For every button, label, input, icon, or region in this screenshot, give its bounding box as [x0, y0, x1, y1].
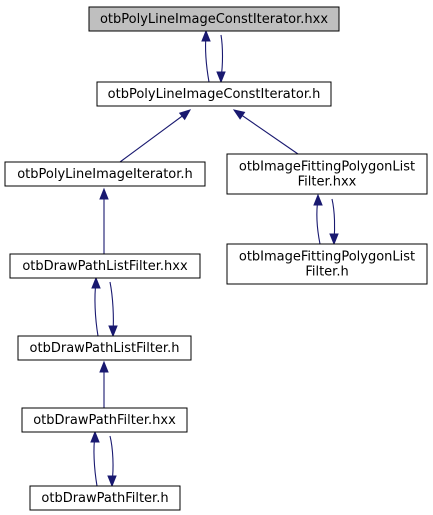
node-box	[29, 485, 181, 511]
node-box	[9, 253, 201, 279]
node-label: otbDrawPathListFilter.h	[30, 341, 180, 356]
node-box	[88, 6, 340, 32]
file-node-n7[interactable]: otbDrawPathListFilter.h	[17, 335, 192, 361]
node-label: otbPolyLineImageIterator.h	[17, 167, 193, 182]
arrowhead-icon	[216, 71, 226, 84]
arrowhead-icon	[91, 276, 101, 289]
edge-line	[109, 281, 114, 333]
node-label: Filter.h	[305, 265, 348, 280]
node-box	[4, 161, 206, 187]
arrowhead-icon	[99, 187, 109, 200]
edge-n1-to-n2	[216, 34, 226, 84]
edge-n5-to-n4	[313, 193, 323, 245]
nodes-layer: otbPolyLineImageConstIterator.hxx otbPoly…	[4, 6, 428, 511]
node-label: otbImageFittingPolygonList	[239, 250, 415, 265]
edge-line	[119, 113, 186, 163]
edge-line	[93, 435, 98, 487]
edge-n3-to-n2	[119, 109, 192, 163]
node-box	[96, 81, 332, 107]
node-label: otbDrawPathFilter.h	[41, 491, 168, 506]
node-label: otbPolyLineImageConstIterator.hxx	[100, 12, 328, 27]
edge-line	[316, 198, 321, 245]
node-label: otbDrawPathFilter.hxx	[33, 413, 176, 428]
arrowhead-icon	[107, 475, 117, 488]
arrowhead-icon	[329, 233, 339, 246]
arrowhead-icon	[313, 193, 323, 206]
edge-n2-to-n1	[201, 29, 211, 83]
edge-n4-to-n5	[329, 198, 339, 246]
node-box	[21, 407, 188, 433]
edge-n8-to-n7	[99, 360, 109, 408]
edge-n6-to-n3	[99, 187, 109, 254]
file-node-n1[interactable]: otbPolyLineImageConstIterator.hxx	[88, 6, 340, 32]
file-node-n9[interactable]: otbDrawPathFilter.h	[29, 485, 181, 511]
edge-line	[205, 34, 210, 83]
edge-n4-to-n2	[232, 109, 299, 155]
node-label: otbImageFittingPolygonList	[239, 160, 415, 175]
file-node-n6[interactable]: otbDrawPathListFilter.hxx	[9, 253, 201, 279]
arrowhead-icon	[201, 29, 211, 42]
arrowhead-icon	[108, 325, 118, 338]
edge-n6-to-n7	[108, 281, 118, 338]
edge-line	[109, 435, 114, 483]
node-box	[226, 153, 428, 195]
arrowhead-icon	[178, 109, 192, 121]
node-box	[226, 243, 428, 285]
edge-line	[94, 281, 99, 337]
edges-layer	[90, 29, 339, 488]
node-label: otbPolyLineImageConstIterator.h	[108, 87, 321, 102]
file-node-n2[interactable]: otbPolyLineImageConstIterator.h	[96, 81, 332, 107]
edge-n9-to-n8	[90, 430, 100, 487]
edge-line	[239, 113, 299, 155]
node-label: otbDrawPathListFilter.hxx	[22, 259, 188, 274]
node-box	[17, 335, 192, 361]
edge-n7-to-n6	[91, 276, 101, 337]
edge-n8-to-n9	[107, 435, 117, 488]
arrowhead-icon	[99, 360, 109, 373]
arrowhead-icon	[232, 109, 246, 120]
file-node-n3[interactable]: otbPolyLineImageIterator.h	[4, 161, 206, 187]
node-label: Filter.hxx	[298, 175, 357, 190]
file-node-n8[interactable]: otbDrawPathFilter.hxx	[21, 407, 188, 433]
arrowhead-icon	[90, 430, 100, 443]
